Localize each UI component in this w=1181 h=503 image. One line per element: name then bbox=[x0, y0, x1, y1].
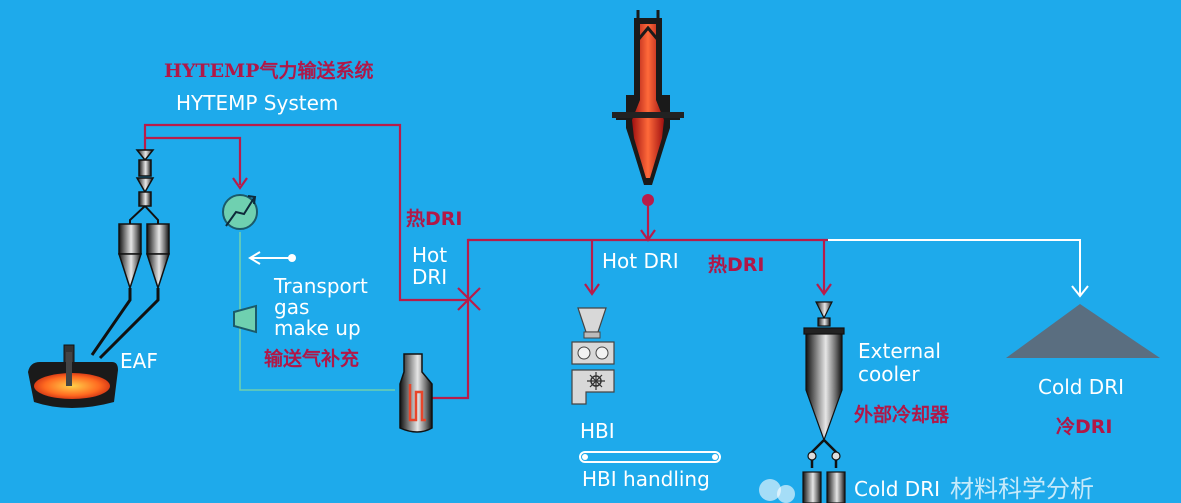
watermark-text: 材料科学分析 bbox=[950, 475, 1094, 503]
transport-gas-label-cn: 输送气补充 bbox=[264, 348, 360, 370]
cold-dri-label-cn: 冷DRI bbox=[1056, 416, 1113, 438]
hbi-label: HBI bbox=[580, 419, 615, 443]
hot-dri-label-cn-mid: 热DRI bbox=[708, 254, 765, 276]
briquetting-machine-icon bbox=[571, 307, 615, 405]
hytemp-system-label-cn: HYTEMP气力输送系统 bbox=[164, 60, 374, 82]
stockpile-icon bbox=[1006, 304, 1160, 358]
cold-dri-label-bottom: Cold DRI bbox=[854, 477, 941, 501]
cold-dri-line bbox=[828, 239, 1089, 298]
transport-gas-label: Transport gas make up bbox=[274, 274, 368, 340]
watermark-logo-icon bbox=[759, 479, 795, 503]
conveyor-icon bbox=[579, 451, 721, 463]
hbi-handling-label: HBI handling bbox=[582, 467, 710, 491]
hot-line-arrowheads bbox=[232, 177, 832, 296]
transport-gas-line bbox=[239, 232, 395, 391]
transport-vessel-icon bbox=[399, 353, 433, 433]
hytemp-hoppers bbox=[90, 149, 171, 360]
compressor-icon bbox=[233, 304, 257, 334]
valve-icon bbox=[457, 287, 481, 311]
hytemp-transport-line bbox=[143, 123, 828, 400]
external-cooler-icon bbox=[802, 301, 846, 503]
hot-dri-label-mid: Hot DRI bbox=[602, 249, 679, 273]
cold-dri-label: Cold DRI bbox=[1038, 375, 1125, 399]
eaf-label: EAF bbox=[120, 349, 158, 373]
heat-exchanger-icon bbox=[222, 194, 258, 230]
external-cooler-label: External cooler bbox=[858, 339, 941, 386]
reactor-icon bbox=[612, 10, 684, 206]
hot-dri-label-left: Hot DRI bbox=[412, 243, 448, 289]
hytemp-system-label: HYTEMP System bbox=[176, 91, 339, 115]
eaf-furnace-icon bbox=[28, 344, 118, 408]
hot-dri-label-cn-left: 热DRI bbox=[406, 208, 463, 230]
external-cooler-label-cn: 外部冷却器 bbox=[854, 404, 950, 426]
